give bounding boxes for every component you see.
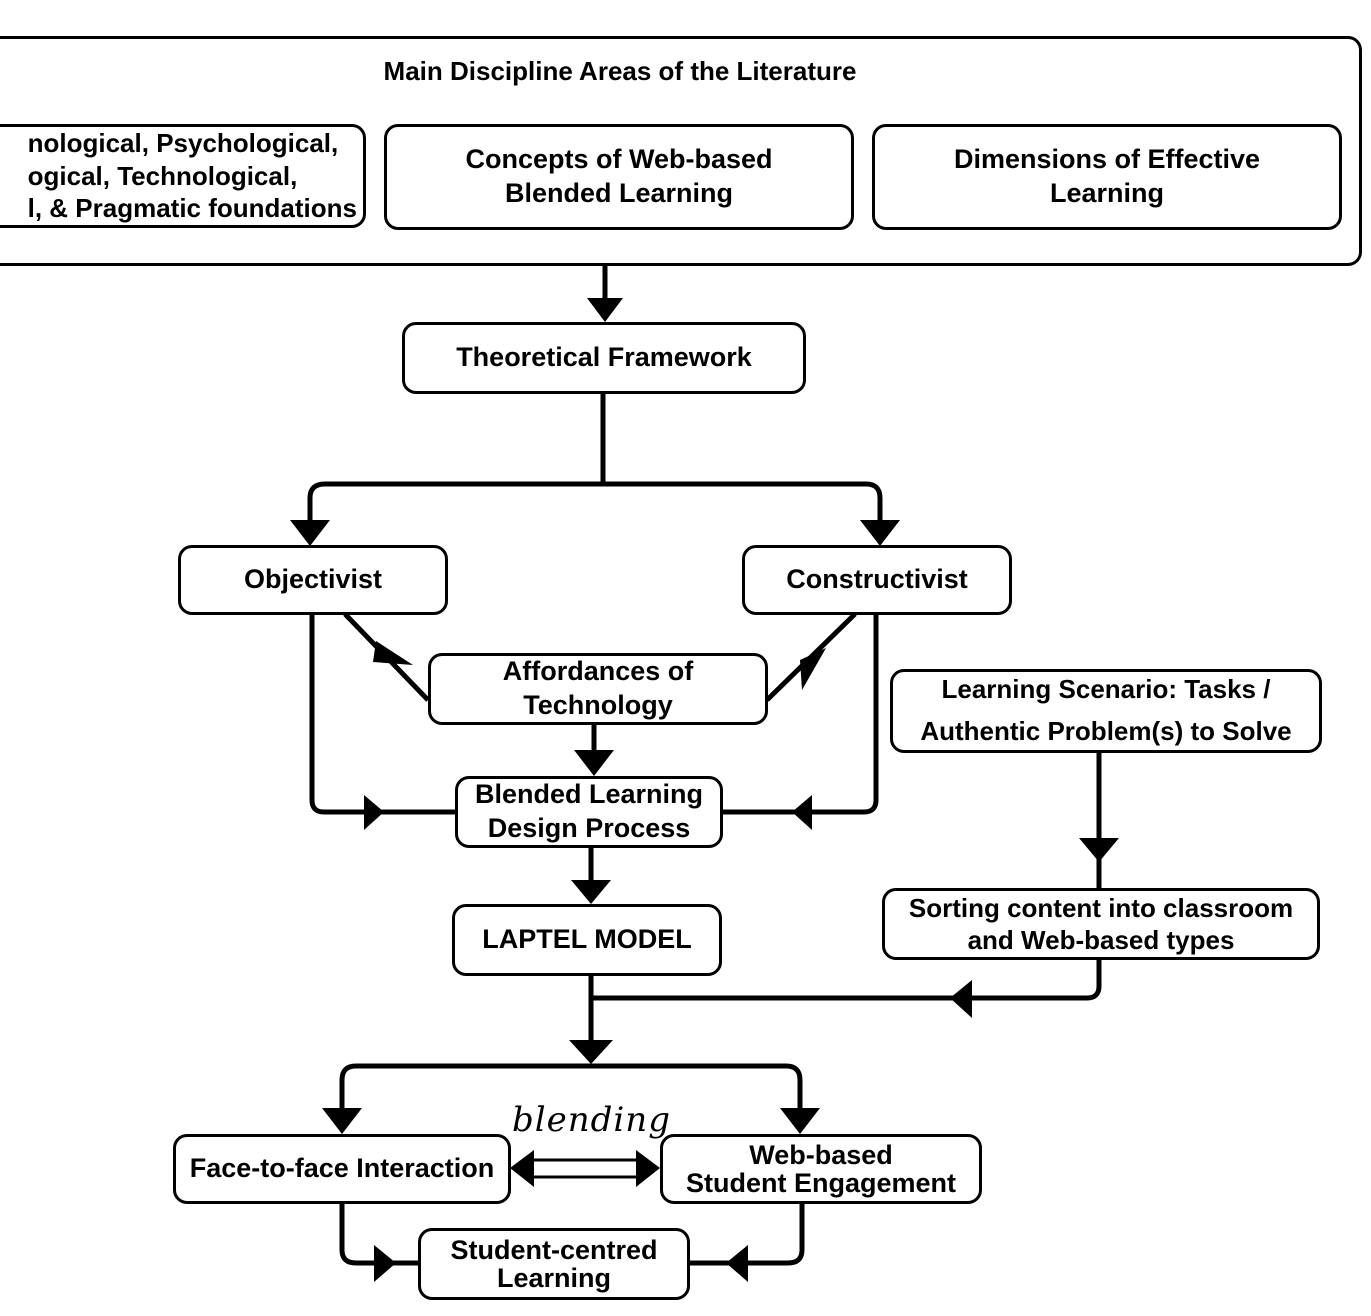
node-laptel-model: LAPTEL MODEL: [452, 904, 722, 976]
node-effective-learning-label: Dimensions of Effective Learning: [953, 144, 1261, 208]
arrowhead: [290, 520, 330, 546]
node-laptel-model-label: LAPTEL MODEL: [482, 924, 692, 955]
node-constructivist: Constructivist: [742, 545, 1012, 615]
node-web-blended-concepts: Concepts of Web-based Blended Learning: [384, 124, 854, 230]
node-design-process-label: Blended Learning Design Process: [474, 779, 704, 843]
edge-sorting-to-merge: [591, 960, 1102, 1001]
node-sorting-content-label: Sorting content into classroom and Web-b…: [908, 892, 1294, 956]
arrowhead: [950, 980, 972, 1018]
literature-container: [0, 36, 1362, 266]
arrowhead: [587, 298, 623, 322]
arrowhead: [571, 880, 611, 904]
arrowhead: [510, 1150, 534, 1187]
node-web-engagement-label: Web-based Student Engagement: [685, 1139, 956, 1198]
arrowhead: [636, 1150, 660, 1187]
node-theoretical-framework-label: Theoretical Framework: [456, 342, 752, 373]
edge-objectivist-to-design: [309, 614, 458, 815]
node-web-blended-concepts-label: Concepts of Web-based Blended Learning: [465, 144, 773, 208]
edge-constructivist-to-design: [722, 614, 879, 815]
node-face-to-face: Face-to-face Interaction: [173, 1134, 511, 1204]
edge-web-to-student: [688, 1203, 805, 1266]
edge-framework-split: [307, 393, 883, 522]
node-design-process: Blended Learning Design Process: [455, 776, 723, 848]
arrowhead: [569, 1040, 613, 1064]
arrowhead: [792, 795, 812, 830]
node-student-centred: Student-centred Learning: [418, 1228, 690, 1300]
node-web-engagement: Web-based Student Engagement: [660, 1134, 982, 1204]
arrowhead: [1079, 838, 1119, 862]
arrowhead: [726, 1245, 748, 1282]
node-theoretical-framework: Theoretical Framework: [402, 322, 806, 394]
arrowhead: [374, 1245, 396, 1282]
arrowhead: [322, 1108, 362, 1134]
node-affordances-label: Affordances of Technology: [502, 656, 694, 720]
node-learning-scenario-label: Learning Scenario: Tasks / Authentic Pro…: [920, 674, 1292, 746]
edge-blending-line: [528, 1158, 643, 1179]
arrowhead: [780, 1108, 820, 1134]
node-sorting-content: Sorting content into classroom and Web-b…: [882, 888, 1320, 960]
edge-label-blending: blending: [512, 1100, 671, 1140]
node-constructivist-label: Constructivist: [786, 564, 968, 595]
node-foundations-label: nological, Psychological, ogical, Techno…: [27, 128, 357, 224]
arrowhead: [800, 648, 826, 690]
arrowhead: [860, 520, 900, 546]
node-learning-scenario: Learning Scenario: Tasks / Authentic Pro…: [890, 669, 1322, 753]
node-face-to-face-label: Face-to-face Interaction: [189, 1153, 495, 1184]
diagram-title: Main Discipline Areas of the Literature: [383, 56, 857, 86]
node-foundations: nological, Psychological, ogical, Techno…: [0, 124, 366, 228]
edge-f2f-to-student: [339, 1203, 420, 1266]
arrowhead: [373, 641, 413, 665]
arrowhead: [574, 750, 614, 776]
arrowhead: [364, 795, 384, 830]
edge-split-bottom: [339, 1063, 803, 1110]
node-student-centred-label: Student-centred Learning: [450, 1234, 658, 1293]
node-effective-learning: Dimensions of Effective Learning: [872, 124, 1342, 230]
node-objectivist: Objectivist: [178, 545, 448, 615]
node-affordances: Affordances of Technology: [428, 653, 768, 725]
node-objectivist-label: Objectivist: [243, 564, 383, 595]
